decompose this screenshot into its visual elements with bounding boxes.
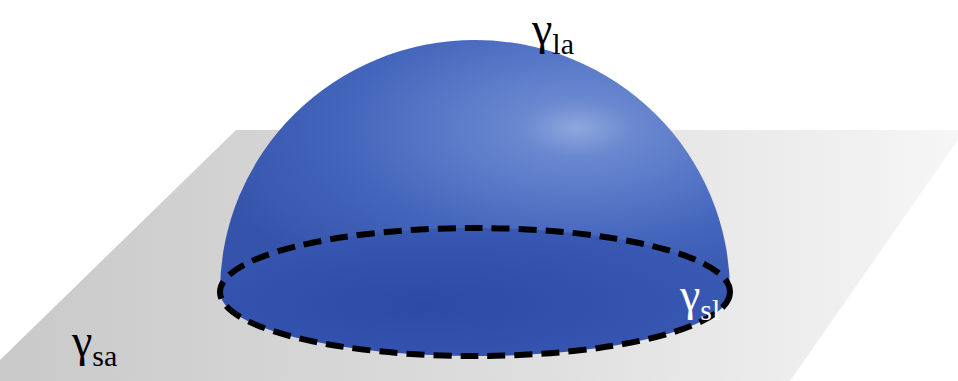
solid-liquid-tension: γsl [680, 272, 720, 318]
contact-line [220, 228, 730, 356]
liquid-air-tension: γla [532, 6, 574, 52]
solid-air-tension: γsa [72, 318, 117, 364]
contact-area [220, 228, 730, 356]
